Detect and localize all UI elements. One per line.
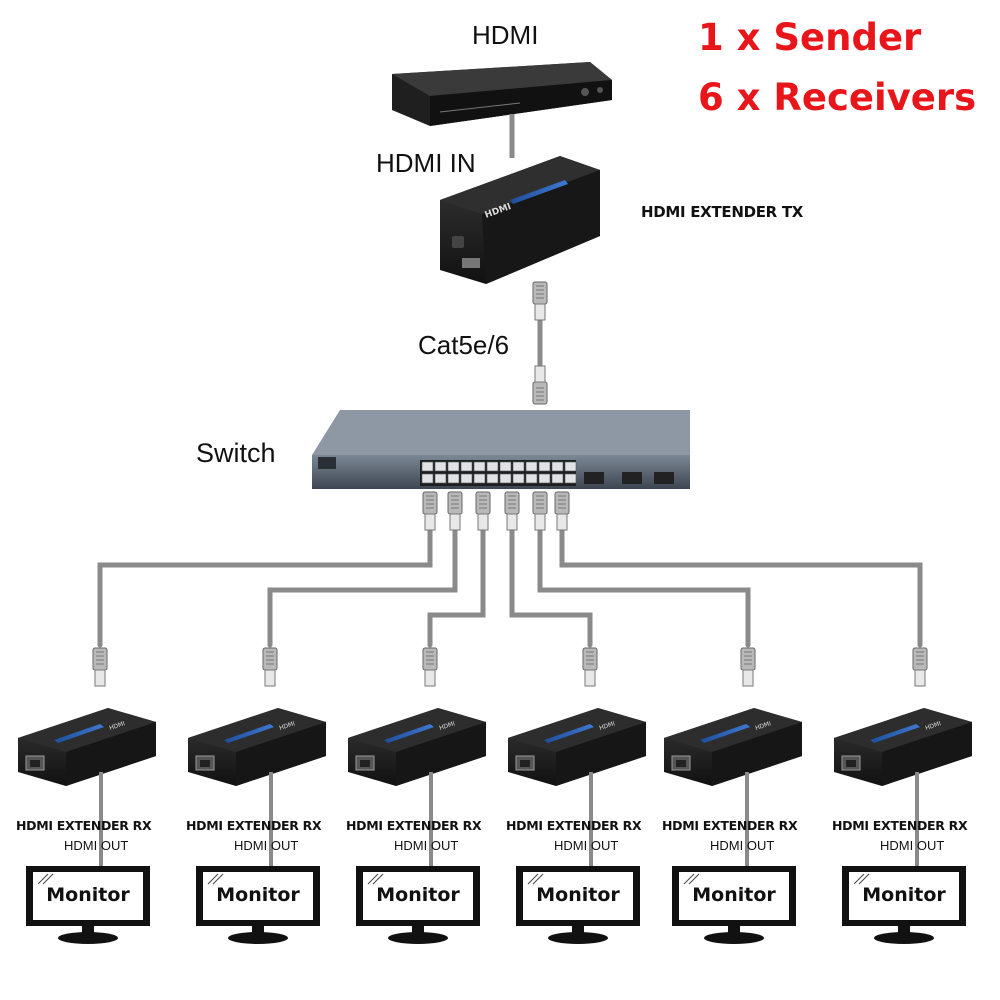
hdmi-extender-rx-device: HDMI: [347, 707, 487, 787]
monitor-label: Monitor: [216, 884, 300, 906]
monitor-label: Monitor: [536, 884, 620, 906]
switch-port: [447, 473, 460, 484]
rj45-connector-icon: [504, 491, 520, 531]
switch-port: [564, 461, 577, 472]
rx-badge: HDMI: [438, 720, 456, 732]
rx-device-label: HDMI EXTENDER RX: [346, 818, 482, 833]
switch-port: [447, 461, 460, 472]
switch-port: [512, 461, 525, 472]
monitor-label: Monitor: [46, 884, 130, 906]
monitor-label: Monitor: [862, 884, 946, 906]
receiver-cables: [97, 525, 923, 648]
switch-port: [421, 461, 434, 472]
hdmi-extender-tx-device: HDMI: [440, 156, 600, 284]
hdmi-extender-rx-device: HDMI: [507, 707, 647, 787]
switch-port: [486, 473, 499, 484]
rj45-connector-icon: [447, 491, 463, 531]
rx-device-label: HDMI EXTENDER RX: [16, 818, 152, 833]
rx-device-label: HDMI EXTENDER RX: [662, 818, 798, 833]
rx-device-label: HDMI EXTENDER RX: [832, 818, 968, 833]
monitor-icon: [196, 866, 320, 944]
hdmi-out-label: HDMI OUT: [234, 838, 299, 853]
monitor-label: Monitor: [376, 884, 460, 906]
switch-port: [499, 461, 512, 472]
hdmi-extender-rx-device: HDMI: [663, 707, 803, 787]
rj45-connector-icon: [582, 647, 598, 687]
receiver-count-heading: 6 x Receivers: [698, 76, 977, 119]
rj45-connector-icon: [422, 491, 438, 531]
switch-label: Switch: [196, 438, 276, 468]
rx-badge: HDMI: [108, 720, 126, 732]
hdmi-extender-rx-device: HDMI: [833, 707, 973, 787]
switch-port: [486, 461, 499, 472]
hdmi-extender-rx-device: HDMI: [17, 707, 157, 787]
switch-port: [525, 473, 538, 484]
rj45-connector-icon: [532, 281, 548, 321]
switch-port: [473, 461, 486, 472]
monitor-icon: [842, 866, 966, 944]
sender-count-heading: 1 x Sender: [698, 16, 922, 59]
switch-port: [538, 473, 551, 484]
monitor-label: Monitor: [692, 884, 776, 906]
monitor-icon: [672, 866, 796, 944]
hdmi-extender-rx-device: HDMI: [187, 707, 327, 787]
rx-device-label: HDMI EXTENDER RX: [186, 818, 322, 833]
rj45-connector-icon: [475, 491, 491, 531]
source-hdmi-label: HDMI: [472, 20, 539, 50]
hdmi-out-label: HDMI OUT: [554, 838, 619, 853]
hdmi-out-label: HDMI OUT: [394, 838, 459, 853]
rj45-connector-icon: [92, 647, 108, 687]
rx-badge: HDMI: [754, 720, 772, 732]
hdmi-in-label: HDMI IN: [376, 148, 476, 178]
monitor-icon: [356, 866, 480, 944]
cable-label: Cat5e/6: [418, 330, 510, 360]
switch-port: [460, 473, 473, 484]
switch-port: [564, 473, 577, 484]
switch-port: [460, 461, 473, 472]
switch-port: [434, 473, 447, 484]
source-player: [392, 62, 612, 126]
hdmi-out-label: HDMI OUT: [880, 838, 945, 853]
switch-port: [551, 461, 564, 472]
switch-port: [434, 461, 447, 472]
rx-device-label: HDMI EXTENDER RX: [506, 818, 642, 833]
switch-port: [473, 473, 486, 484]
rj45-connector-icon: [740, 647, 756, 687]
hdmi-out-label: HDMI OUT: [64, 838, 129, 853]
rj45-connector-icon: [554, 491, 570, 531]
network-switch-device: [312, 410, 690, 489]
switch-port: [421, 473, 434, 484]
rj45-connector-icon: [532, 491, 548, 531]
switch-port: [551, 473, 564, 484]
rj45-connector-icon: [262, 647, 278, 687]
monitor-icon: [516, 866, 640, 944]
rj45-connector-icon: [912, 647, 928, 687]
rx-badge: HDMI: [598, 720, 616, 732]
rj45-connector-icon: [422, 647, 438, 687]
switch-port: [499, 473, 512, 484]
switch-port: [538, 461, 551, 472]
tx-device-label: HDMI EXTENDER TX: [641, 203, 804, 221]
switch-port: [525, 461, 538, 472]
rx-badge: HDMI: [924, 720, 942, 732]
rx-badge: HDMI: [278, 720, 296, 732]
rj45-connector-icon: [532, 365, 548, 405]
monitor-icon: [26, 866, 150, 944]
switch-port: [512, 473, 525, 484]
hdmi-out-label: HDMI OUT: [710, 838, 775, 853]
